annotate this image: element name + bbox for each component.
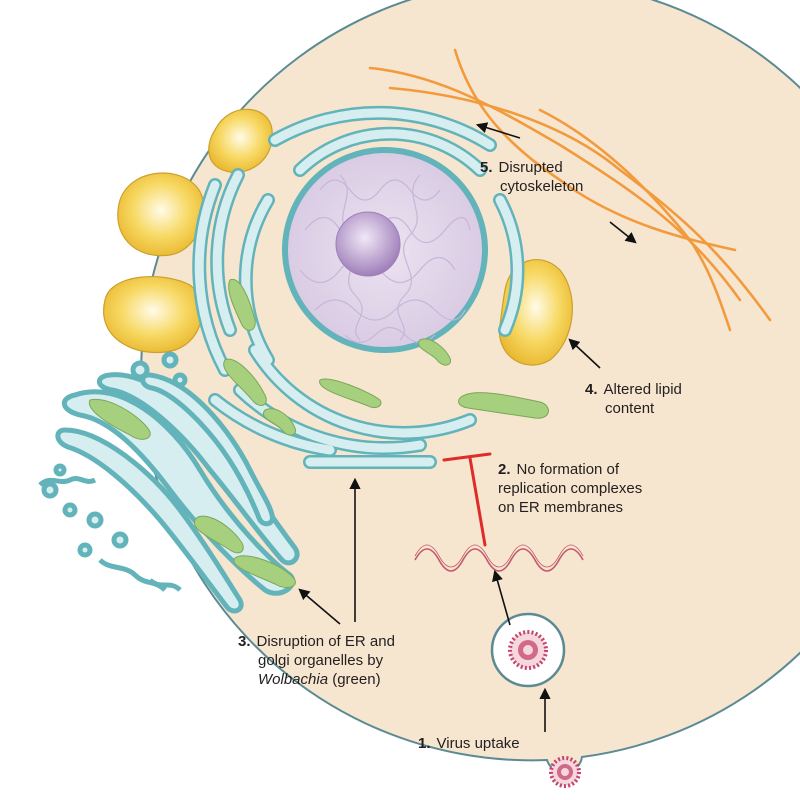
- endoplasmic-reticulum: [192, 105, 525, 469]
- step-number: 5.: [480, 159, 493, 176]
- lipid-droplet: [208, 108, 273, 173]
- label-step-4: 4.Altered lipid content: [585, 381, 682, 417]
- label-step-5: 5.Disrupted cytoskeleton: [480, 159, 584, 195]
- label-step-3: 3.Disruption of ER and golgi organelles …: [238, 633, 395, 688]
- nucleolus: [335, 211, 401, 277]
- step-number: 2.: [498, 461, 511, 478]
- virus-particle: [549, 756, 581, 788]
- lipid-droplet: [103, 275, 203, 354]
- step-number: 4.: [585, 381, 598, 398]
- annotation-arrows: [298, 122, 637, 732]
- virus-particle: [508, 630, 548, 670]
- wolbachia: [88, 278, 549, 588]
- step-number: 1.: [418, 735, 431, 752]
- cytoskeleton-fibers: [368, 48, 772, 332]
- label-step-2: 2.No formation of replication complexes …: [498, 461, 643, 516]
- inhibition-symbol: [442, 452, 492, 547]
- nucleus: [282, 147, 488, 353]
- label-step-1: 1.Virus uptake: [418, 735, 520, 752]
- step-number: 3.: [238, 633, 251, 650]
- lipid-droplet: [117, 172, 205, 257]
